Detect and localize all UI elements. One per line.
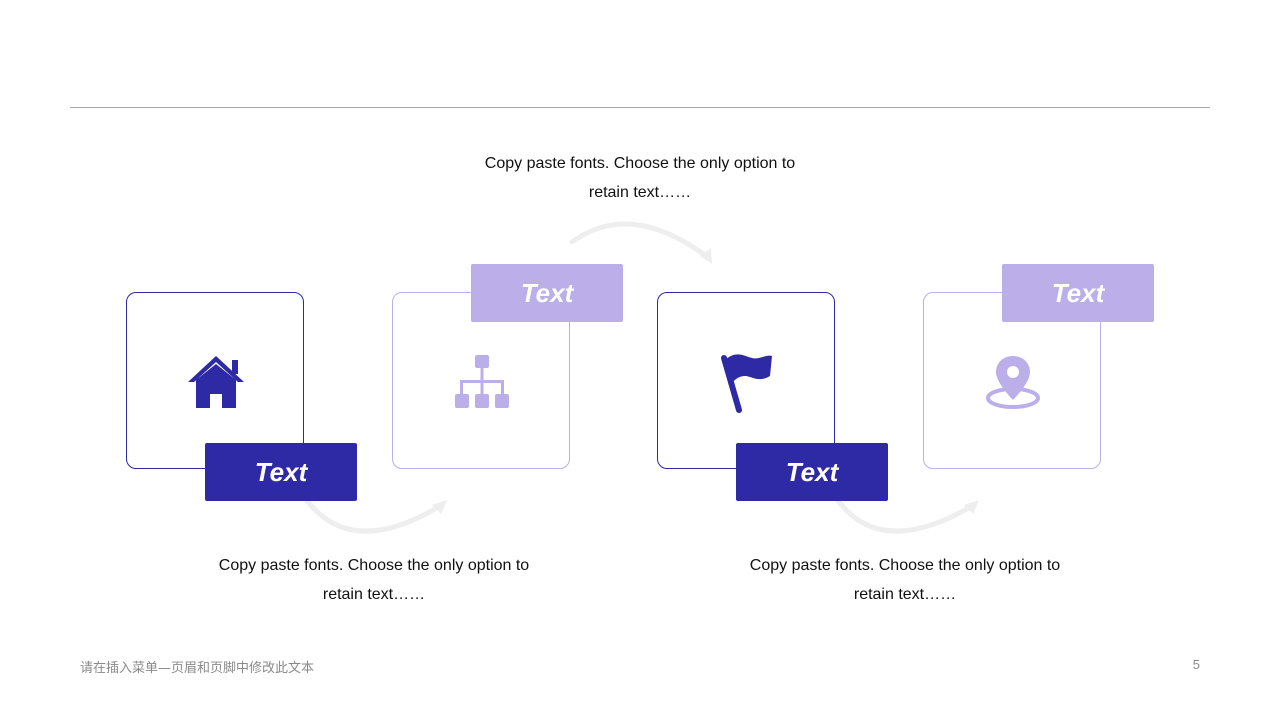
arc-arrow-bottom-right [833, 495, 975, 534]
step-card-3 [657, 292, 835, 469]
caption-bottom-right-line1: Copy paste fonts. Choose the only option… [749, 557, 1061, 574]
page-number: 5 [1192, 657, 1200, 672]
step-label-2: Text [471, 264, 623, 322]
caption-top-line1: Copy paste fonts. Choose the only option… [484, 155, 796, 172]
location-pin-icon [986, 356, 1040, 409]
step-label-3: Text [736, 443, 888, 501]
caption-bottom-right-line2: retain text…… [853, 586, 957, 603]
caption-bottom-left-line2: retain text…… [322, 586, 426, 603]
caption-top-line2: retain text…… [588, 184, 692, 201]
step-label-1: Text [205, 443, 357, 501]
house-icon [188, 356, 244, 408]
arc-arrow-top [569, 221, 709, 259]
caption-top: Copy paste fonts. Choose the only option… [470, 149, 810, 207]
caption-bottom-left: Copy paste fonts. Choose the only option… [204, 551, 544, 609]
caption-bottom-left-line1: Copy paste fonts. Choose the only option… [218, 557, 530, 574]
caption-bottom-right: Copy paste fonts. Choose the only option… [735, 551, 1075, 609]
flag-icon [721, 354, 772, 413]
step-label-4: Text [1002, 264, 1154, 322]
arc-arrow-bottom-left [302, 495, 443, 534]
footer-text: 请在插入菜单—页眉和页脚中修改此文本 [80, 661, 315, 676]
hierarchy-icon [455, 355, 509, 408]
top-divider [70, 107, 1210, 108]
